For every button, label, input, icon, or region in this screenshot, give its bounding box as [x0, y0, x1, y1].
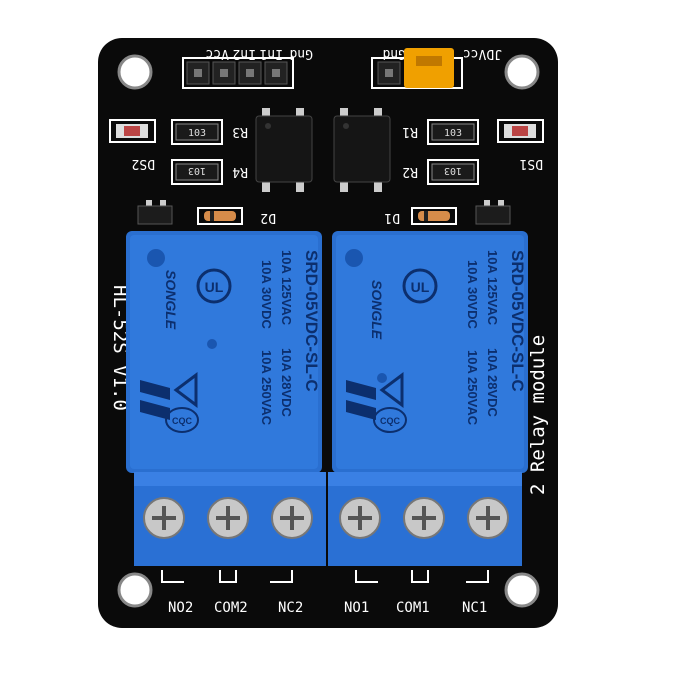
diode-d2: [197, 207, 243, 225]
terminal-label-no1: NO1: [344, 600, 369, 616]
terminal-label-nc2: NC2: [278, 600, 303, 616]
resistor-r3: 103: [171, 119, 223, 145]
terminal-label-no2: NO2: [168, 600, 193, 616]
optocoupler-left: [255, 108, 313, 192]
terminal-label-com2: COM2: [214, 600, 248, 616]
resistor-r2: 103: [427, 159, 479, 185]
header-label-gnd: Gnd: [290, 46, 313, 61]
screw-no2[interactable]: [143, 497, 185, 539]
led-ds1: [497, 119, 544, 143]
label-ds1: DS1: [520, 156, 543, 171]
screw-nc1[interactable]: [467, 497, 509, 539]
label-r1: R1: [402, 124, 418, 139]
relay-right-rating-3: 10A 250VAC: [465, 350, 480, 426]
mounting-hole-top-right: [504, 54, 540, 90]
jumper-label-jdvcc-group: JDVcc: [463, 46, 502, 61]
label-r3: R3: [232, 124, 248, 139]
relay-left-rating-3: 10A 250VAC: [259, 350, 274, 426]
svg-text:CQC: CQC: [380, 416, 401, 426]
terminal-label-com1: COM1: [396, 600, 430, 616]
relay-left-rating-4: 10A 30VDC: [259, 260, 274, 329]
relay-left-ul-logo: UL: [196, 268, 232, 304]
relay-right-songle-logo: [346, 380, 376, 420]
screw-com1[interactable]: [403, 497, 445, 539]
jumper-header[interactable]: [371, 48, 463, 89]
svg-text:UL: UL: [205, 279, 224, 295]
label-ds2: DS2: [132, 156, 155, 171]
label-d2: D2: [260, 210, 276, 225]
relay-left-warning-icon: [173, 372, 198, 408]
relay-right: SRD-05VDC-SL-C 10A 125VAC 10A 28VDC 10A …: [332, 231, 528, 473]
relay-left-rating-2: 10A 28VDC: [279, 348, 294, 417]
led-ds2: [109, 119, 156, 143]
relay-left-cqc-logo: CQC: [165, 407, 199, 433]
board-title-label: 2 Relay module: [527, 335, 549, 495]
svg-text:UL: UL: [411, 279, 430, 295]
relay-right-ul-logo: UL: [402, 268, 438, 304]
relay-right-brand: SONGLE: [369, 280, 385, 340]
diode-d1: [411, 207, 457, 225]
resistor-r3-value: 103: [188, 128, 206, 139]
mounting-hole-top-left: [117, 54, 153, 90]
transistor-left: [137, 200, 173, 225]
relay-left-songle-logo: [140, 380, 170, 420]
resistor-r2-value: 103: [444, 165, 462, 176]
resistor-r1: 103: [427, 119, 479, 145]
resistor-r4-value: 103: [188, 165, 206, 176]
optocoupler-right: [333, 108, 391, 192]
label-d1: D1: [384, 210, 400, 225]
resistor-r4: 103: [171, 159, 223, 185]
relay-right-warning-icon: [379, 372, 404, 408]
relay-right-rating-1: 10A 125VAC: [485, 250, 500, 326]
resistor-r1-value: 103: [444, 128, 462, 139]
mounting-hole-bottom-left: [117, 572, 153, 608]
label-r4: R4: [232, 164, 248, 179]
relay-left-model: SRD-05VDC-SL-C: [302, 250, 321, 392]
relay-right-rating-4: 10A 30VDC: [465, 260, 480, 329]
relay-left-rating-1: 10A 125VAC: [279, 250, 294, 326]
transistor-right: [475, 200, 511, 225]
terminal-label-nc1: NC1: [462, 600, 487, 616]
terminal-silk-lines: [161, 570, 489, 583]
relay-left: SRD-05VDC-SL-C 10A 125VAC 10A 28VDC 10A …: [126, 231, 322, 473]
relay-right-model: SRD-05VDC-SL-C: [508, 250, 527, 392]
relay-right-rating-2: 10A 28VDC: [485, 348, 500, 417]
svg-text:CQC: CQC: [172, 416, 193, 426]
screw-nc2[interactable]: [271, 497, 313, 539]
relay-left-brand: SONGLE: [163, 270, 179, 330]
pin-header[interactable]: [182, 57, 294, 89]
label-r2: R2: [402, 164, 418, 179]
yellow-jumper-cap[interactable]: [404, 48, 454, 88]
board-model-label: HL-52S V1.0: [109, 285, 131, 411]
screw-no1[interactable]: [339, 497, 381, 539]
mounting-hole-bottom-right: [504, 572, 540, 608]
relay-right-cqc-logo: CQC: [373, 407, 407, 433]
jumper-label-jdvcc: JDVcc: [463, 46, 502, 61]
screw-com2[interactable]: [207, 497, 249, 539]
